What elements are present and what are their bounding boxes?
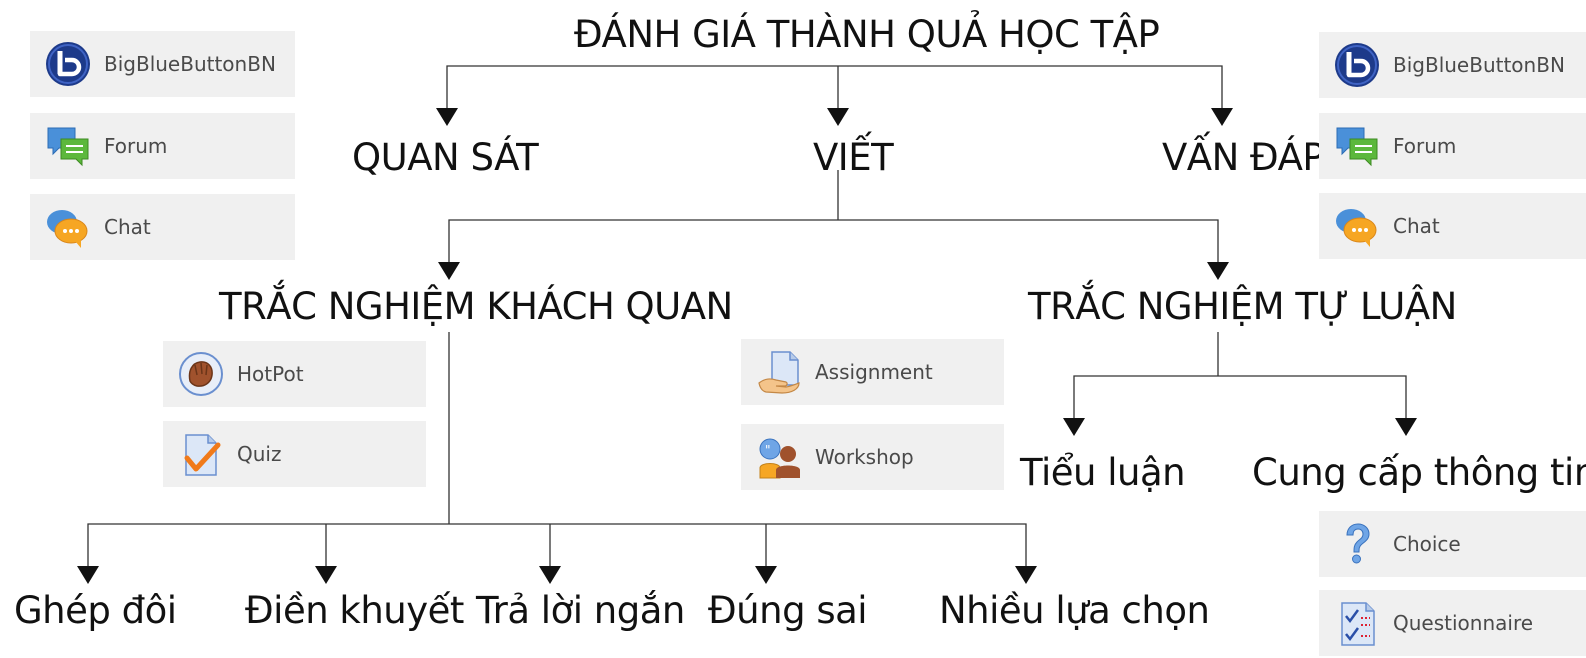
forum-icon	[1333, 122, 1381, 170]
activity-label: BigBlueButtonBN	[104, 52, 276, 76]
type-essay: TRẮC NGHIỆM TỰ LUẬN	[1028, 285, 1457, 328]
arrowhead	[1063, 418, 1085, 436]
activity-label: Quiz	[237, 442, 282, 466]
arrowheads	[77, 108, 1417, 584]
arrowhead	[827, 108, 849, 126]
objective-type-label: Đúng sai	[708, 589, 868, 632]
objective-type-label: Điền khuyết	[245, 589, 464, 632]
activity-label: HotPot	[237, 362, 304, 386]
objective-type-label: Trả lời ngắn	[476, 589, 685, 632]
assignment-icon	[755, 348, 803, 396]
activity-workshop[interactable]: " Workshop	[741, 424, 1004, 490]
workshop-icon: "	[755, 433, 803, 481]
activity-chat[interactable]: Chat	[30, 194, 295, 260]
method-observe: QUAN SÁT	[352, 136, 539, 179]
svg-text:": "	[765, 443, 771, 457]
arrowhead	[1395, 418, 1417, 436]
activity-label: BigBlueButtonBN	[1393, 53, 1565, 77]
activity-assignment[interactable]: Assignment	[741, 339, 1004, 405]
method-write: VIẾT	[813, 136, 894, 179]
objective-type-label: Nhiều lựa chọn	[939, 589, 1210, 632]
essay-type-label: Tiểu luận	[1020, 451, 1186, 494]
arrowhead	[436, 108, 458, 126]
quiz-icon	[177, 430, 225, 478]
activity-label: Forum	[1393, 134, 1457, 158]
activity-label: Forum	[104, 134, 168, 158]
activity-bigbluebutton[interactable]: BigBlueButtonBN	[30, 31, 295, 97]
essay-type-label: Cung cấp thông tin	[1252, 451, 1586, 494]
bigbluebutton-icon	[44, 40, 92, 88]
activity-questionnaire[interactable]: Questionnaire	[1319, 590, 1586, 656]
objective-type-label: Ghép đôi	[14, 589, 177, 632]
activity-label: Chat	[1393, 214, 1440, 238]
connector-root	[446, 65, 1223, 108]
arrowhead	[1211, 108, 1233, 126]
activity-label: Questionnaire	[1393, 611, 1534, 635]
arrowhead	[315, 566, 337, 584]
connector-write	[448, 170, 1219, 262]
arrowhead	[1015, 566, 1037, 584]
arrowhead	[539, 566, 561, 584]
root-title: ĐÁNH GIÁ THÀNH QUẢ HỌC TẬP	[574, 13, 1160, 56]
activity-bigbluebutton[interactable]: BigBlueButtonBN	[1319, 32, 1586, 98]
forum-icon	[44, 122, 92, 170]
activity-forum[interactable]: Forum	[1319, 113, 1586, 179]
activity-quiz[interactable]: Quiz	[163, 421, 426, 487]
activity-label: Chat	[104, 215, 151, 239]
activity-hotpot[interactable]: HotPot	[163, 341, 426, 407]
activity-chat[interactable]: Chat	[1319, 193, 1586, 259]
activity-label: Choice	[1393, 532, 1461, 556]
arrowhead	[438, 262, 460, 280]
chat-icon	[1333, 202, 1381, 250]
arrowhead	[1207, 262, 1229, 280]
bigbluebutton-icon	[1333, 41, 1381, 89]
method-oral: VẤN ĐÁP	[1162, 136, 1325, 179]
chat-icon	[44, 203, 92, 251]
connector-essay	[1073, 332, 1407, 418]
activity-choice[interactable]: Choice	[1319, 511, 1586, 577]
connector-objective	[87, 332, 1027, 566]
questionnaire-icon	[1333, 599, 1381, 647]
choice-icon	[1333, 520, 1381, 568]
hotpot-icon	[177, 350, 225, 398]
activity-forum[interactable]: Forum	[30, 113, 295, 179]
arrowhead	[77, 566, 99, 584]
activity-label: Assignment	[815, 360, 933, 384]
type-objective: TRẮC NGHIỆM KHÁCH QUAN	[219, 285, 733, 328]
activity-label: Workshop	[815, 445, 914, 469]
arrowhead	[755, 566, 777, 584]
